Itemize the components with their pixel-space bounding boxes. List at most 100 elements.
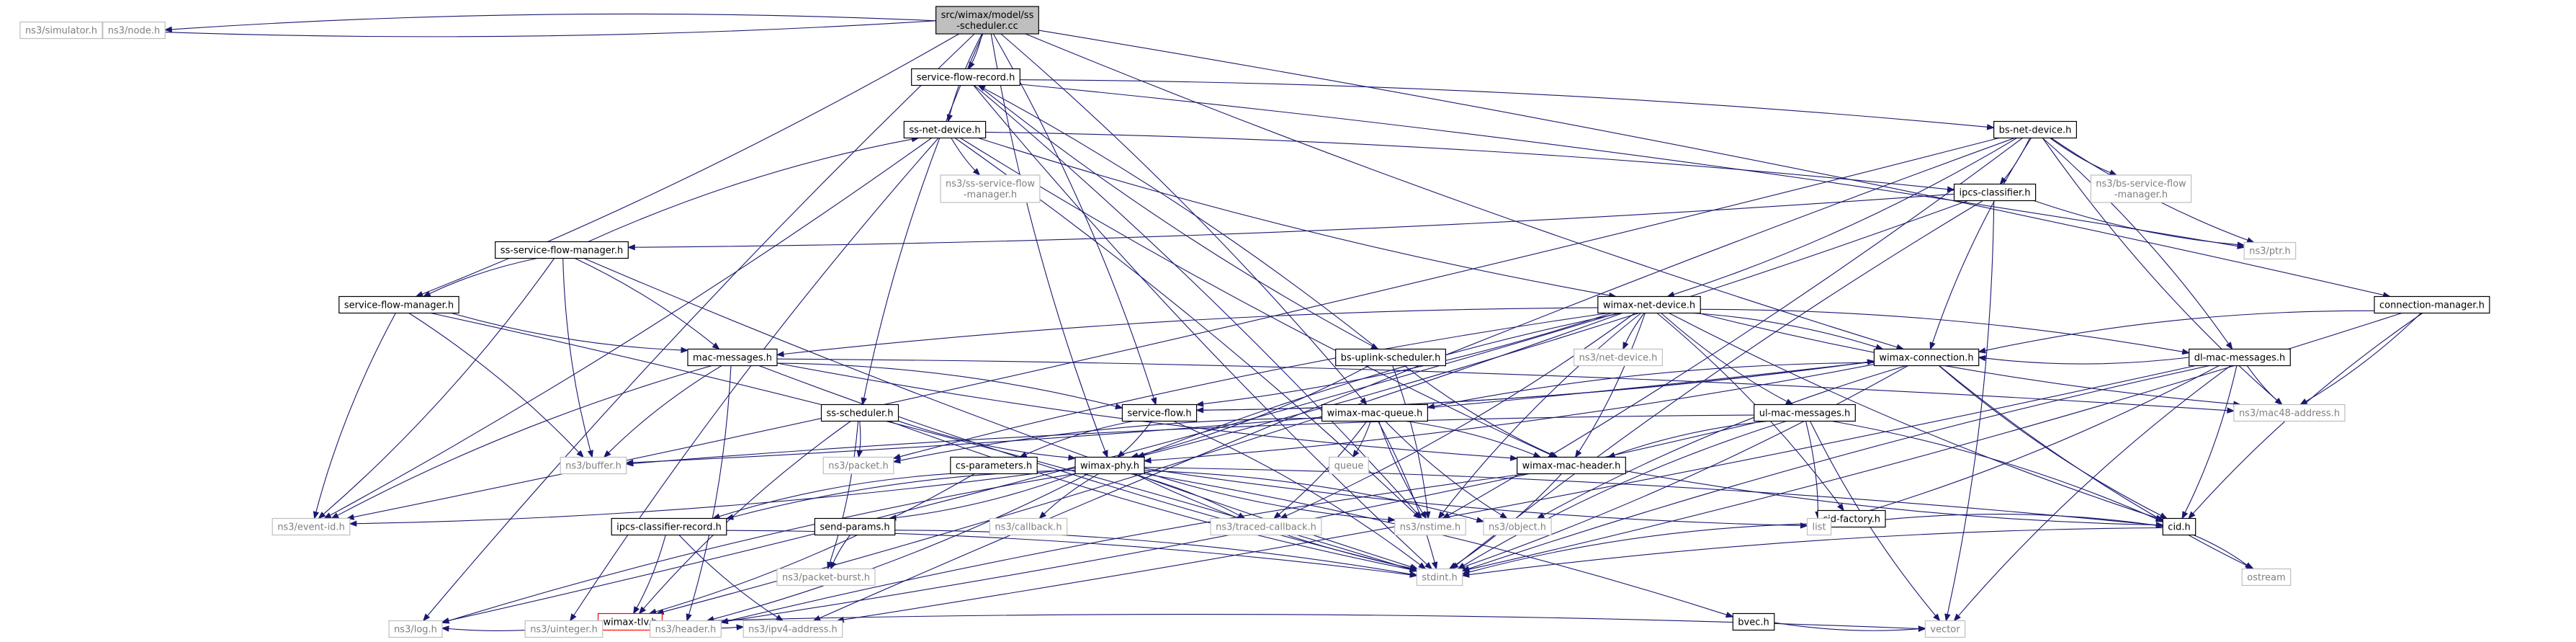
edge-line [429, 257, 537, 295]
node-label: service-flow.h [1127, 409, 1191, 419]
node-wmh[interactable]: wimax-mac-header.h [1517, 456, 1626, 475]
edge-arrowhead [1116, 450, 1125, 458]
edge-sfm-to-macmsg [451, 312, 689, 354]
edge-arrowhead [1431, 561, 1438, 570]
edge-wmq-to-packet [892, 417, 1322, 464]
edge-line [1392, 365, 1428, 512]
node-connmgr[interactable]: connection-manager.h [2374, 295, 2490, 314]
edge-line [1831, 420, 2158, 520]
node-ipcsrec[interactable]: ipcs-classifier-record.h [611, 517, 727, 536]
edge-bsup-to-nstime [1392, 365, 1431, 520]
node-label: ss-net-device.h [909, 125, 980, 136]
edge-arrowhead [2181, 511, 2189, 520]
edge-line [899, 417, 1322, 461]
edge-line [108, 20, 936, 37]
edge-connmgr-to-wconn [1978, 310, 2375, 354]
edge-arrowhead [1929, 342, 1936, 350]
node-box [1394, 517, 1466, 536]
edge-line [1144, 473, 1727, 615]
edge-line [833, 535, 851, 563]
node-sssfm[interactable]: ss-service-flow-manager.h [495, 241, 629, 259]
edge-wphy-to-header [706, 473, 1089, 623]
node-cid[interactable]: cid.h [2162, 517, 2196, 536]
edge-line [889, 420, 1411, 570]
node-label: ipcs-classifier-record.h [616, 522, 722, 533]
node-label: bvec.h [1738, 618, 1769, 628]
edge-sfr-to-bsnd [1020, 79, 1995, 130]
node-label: ns3/packet.h [828, 461, 889, 472]
node-box [911, 68, 1020, 86]
node-box [19, 21, 103, 40]
node-wmq[interactable]: wimax-mac-queue.h [1321, 404, 1428, 422]
edge-ssnd-to-ipcs [985, 131, 1955, 192]
node-box [820, 404, 899, 422]
node-label: wimax-tlv.h [603, 618, 657, 628]
edge-line [898, 420, 1069, 458]
edge-line [323, 258, 555, 515]
node-wnd[interactable]: wimax-net-device.h [1597, 295, 1701, 314]
node-list: list [1806, 517, 1832, 536]
node-box [2090, 174, 2192, 203]
edge-line [1143, 312, 1622, 455]
node-bvec[interactable]: bvec.h [1732, 612, 1775, 631]
node-ulmac[interactable]: ul-mac-messages.h [1754, 404, 1856, 422]
node-bsup[interactable]: bs-uplink-scheduler.h [1335, 348, 1446, 367]
node-root[interactable]: src/wimax/model/ss-scheduler.cc [935, 6, 1039, 35]
edge-line [1614, 420, 1769, 456]
edge-ssnd-to-sssfm_sys [951, 138, 981, 176]
node-bsnd[interactable]: bs-net-device.h [1993, 120, 2078, 139]
edge-wmh-to-header [719, 473, 1527, 624]
node-sssfm_sys: ns3/ss-service-flow-manager.h [940, 174, 1041, 203]
node-dlmac[interactable]: dl-mac-messages.h [2189, 348, 2291, 367]
node-box [742, 620, 843, 638]
edge-arrowhead [1536, 512, 1545, 520]
node-wphy[interactable]: wimax-phy.h [1074, 456, 1145, 475]
node-label: ns3/header.h [655, 625, 717, 636]
node-log: ns3/log.h [388, 620, 443, 638]
node-macmsg[interactable]: mac-messages.h [687, 348, 778, 367]
edge-arrowhead [2227, 407, 2235, 414]
edge-bsup-to-sfr [977, 84, 1378, 349]
edge-ipcs-to-sssfm [627, 193, 1955, 251]
edge-ulmac-to-wmh [1607, 420, 1769, 458]
edge-bsnd-to-wnd [1666, 138, 2017, 298]
edge-arrowhead [725, 514, 735, 520]
node-label: -scheduler.cc [956, 21, 1018, 32]
node-sfr[interactable]: service-flow-record.h [911, 68, 1020, 86]
edge-line [678, 535, 778, 618]
edge-line [2246, 365, 2278, 401]
edge-line [1463, 420, 1787, 566]
node-node: ns3/node.h [102, 21, 166, 40]
edge-sssfm-to-macmsg [575, 258, 720, 350]
edge-arrowhead [2225, 342, 2233, 350]
node-ipcs[interactable]: ipcs-classifier.h [1953, 183, 2037, 202]
node-wtlv[interactable]: wimax-tlv.h [597, 612, 663, 631]
node-ssnd[interactable]: ss-net-device.h [903, 120, 987, 139]
edge-line [895, 473, 1076, 519]
node-sendp[interactable]: send-params.h [814, 517, 896, 536]
edge-line [573, 138, 939, 616]
node-csparam[interactable]: cs-parameters.h [950, 456, 1038, 475]
edge-arrowhead [2159, 512, 2168, 520]
edge-line [608, 365, 722, 453]
edge-root-to-wmq [1000, 33, 1368, 406]
node-box [102, 21, 166, 40]
node-sfm[interactable]: service-flow-manager.h [338, 295, 459, 314]
edge-arrowhead [1978, 355, 1986, 362]
node-wconn[interactable]: wimax-connection.h [1873, 348, 1980, 367]
node-box [1924, 620, 1966, 638]
edge-wphy-to-nstime [1144, 471, 1396, 523]
edge-arrowhead [1725, 612, 1734, 618]
edge-wmq-to-object [1385, 421, 1508, 520]
edge-macmsg-to-header [686, 365, 732, 622]
edge-line [632, 361, 1875, 463]
node-box [2189, 348, 2291, 367]
node-queue: queue [1328, 456, 1369, 475]
node-sssched[interactable]: ss-scheduler.h [820, 404, 899, 422]
edge-line [985, 131, 1948, 190]
edge-arrowhead [1944, 613, 1951, 622]
node-sf[interactable]: service-flow.h [1121, 404, 1198, 422]
edge-csparam-to-wtlv [648, 473, 975, 615]
edge-wmq-to-queue [1352, 421, 1371, 458]
edge-line [634, 193, 1955, 248]
